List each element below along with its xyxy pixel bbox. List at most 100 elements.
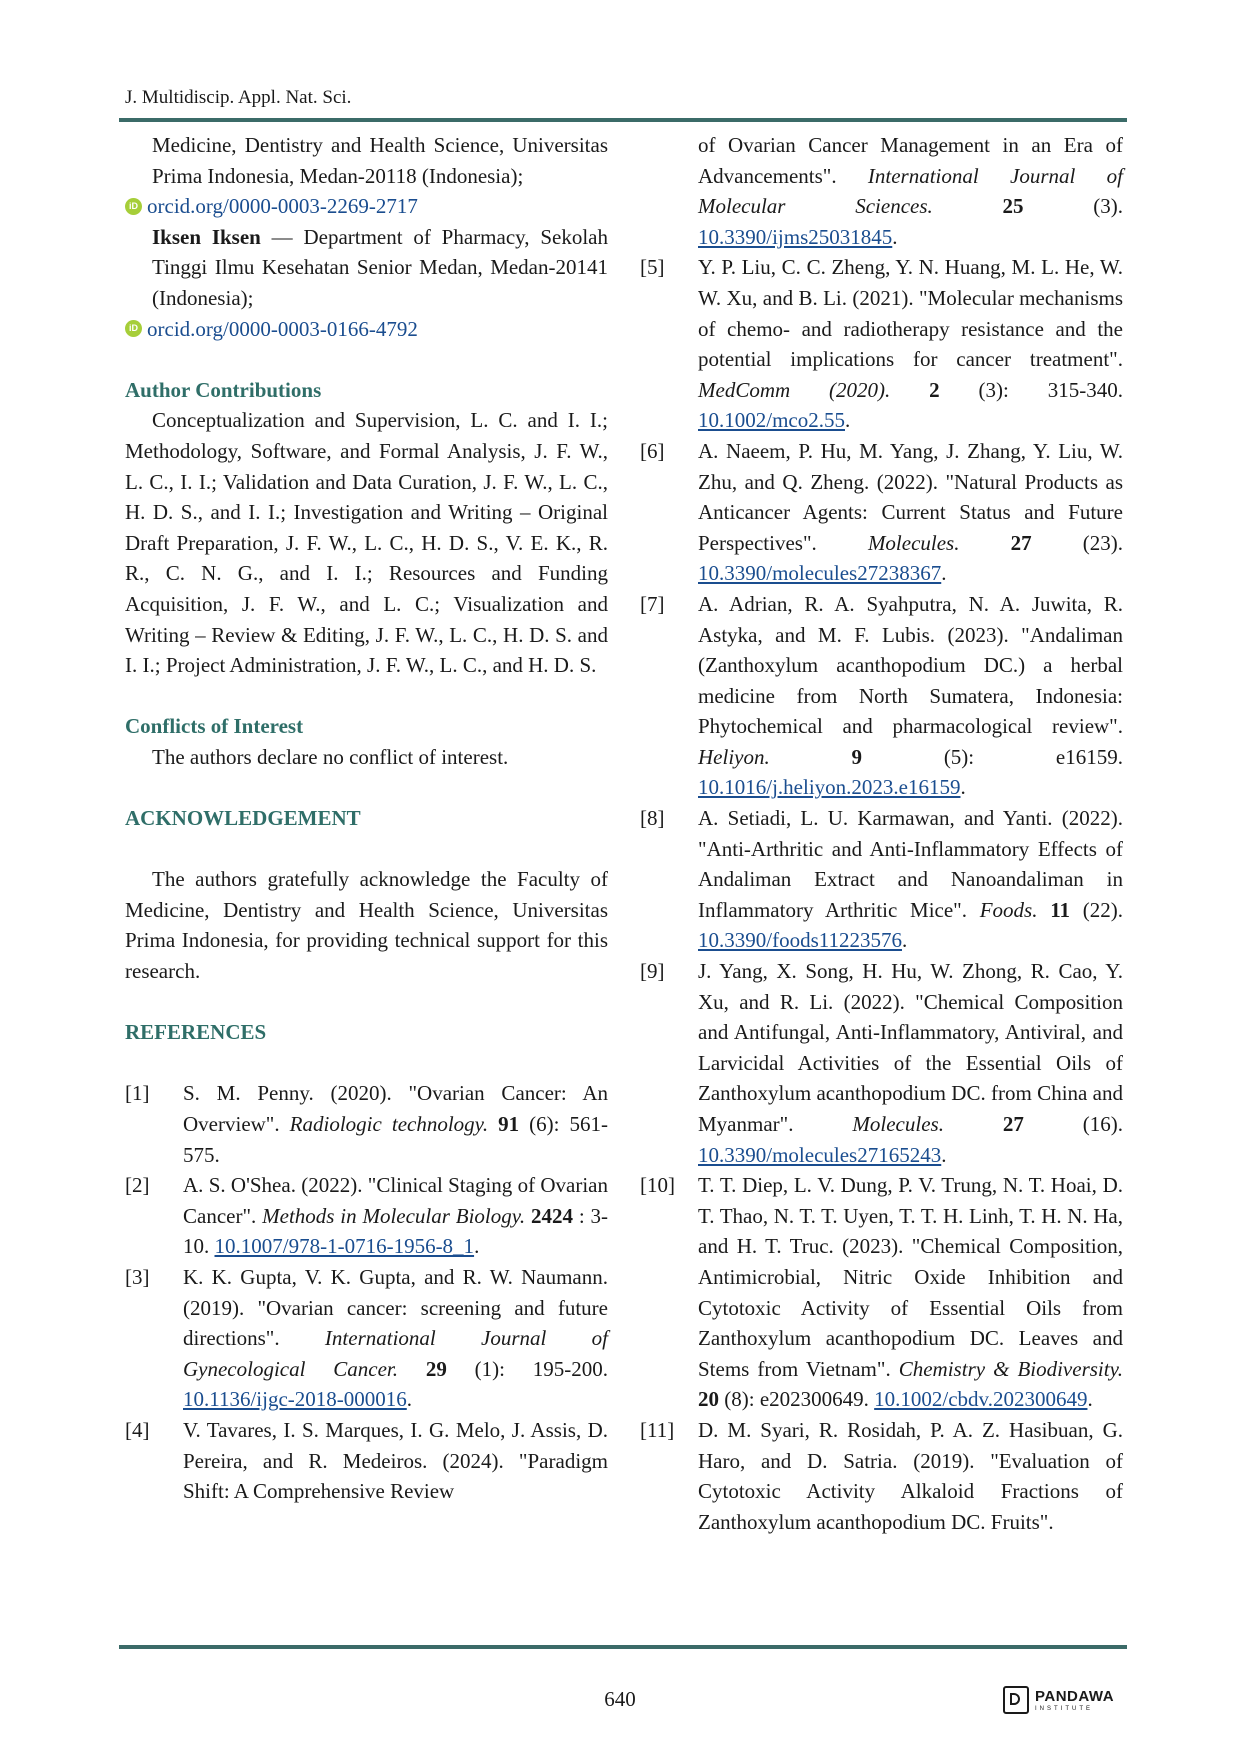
acknowledgement-paragraph: The authors gratefully acknowledge the F… <box>125 867 608 984</box>
reference-journal: Radiologic technology. <box>289 1112 489 1136</box>
reference-text: K. K. Gupta, V. K. Gupta, and R. W. Naum… <box>183 1264 608 1412</box>
author-affiliation: Iksen Iksen — Department of Pharmacy, Se… <box>125 222 608 314</box>
page-number: 640 <box>604 1687 636 1711</box>
reference-pages: (23). <box>1031 530 1123 555</box>
reference-text: V. Tavares, I. S. Marques, I. G. Melo, J… <box>183 1415 608 1507</box>
orcid-url[interactable]: orcid.org/0000-0003-0166-4792 <box>147 316 418 341</box>
reference-doi-link[interactable]: 10.3390/foods11223576 <box>698 928 902 953</box>
reference-doi-link[interactable]: 10.1136/ijgc-2018-000016 <box>183 1387 407 1412</box>
reference-volume: 2424 <box>531 1203 574 1228</box>
reference-authors-title: of Ovarian Cancer Management in an Era o… <box>698 133 1123 188</box>
reference-doi-link[interactable]: 10.1002/cbdv.202300649 <box>874 1387 1088 1412</box>
reference-volume: 20 <box>698 1387 719 1412</box>
reference-number: [11] <box>640 1417 675 1442</box>
reference-journal: Molecules. <box>867 530 960 555</box>
reference-authors-title: S. M. Penny. (2020). "Ovarian Cancer: An… <box>183 1081 608 1136</box>
reference-authors-title: D. M. Syari, R. Rosidah, P. A. Z. Hasibu… <box>698 1417 1123 1534</box>
reference-pages: (6): 561-575. <box>183 1112 609 1167</box>
reference-text: A. Setiadi, L. U. Karmawan, and Yanti. (… <box>698 806 1123 953</box>
reference-pages: (1): 195-200. <box>446 1356 608 1381</box>
reference-item: [7] A. Adrian, R. A. Syahputra, N. A. Juw… <box>640 589 1123 803</box>
reference-item: [3]K. K. Gupta, V. K. Gupta, and R. W. N… <box>125 1262 608 1415</box>
section-heading-conflicts: Conflicts of Interest <box>125 714 304 739</box>
reference-text: Y. P. Liu, C. C. Zheng, Y. N. Huang, M. … <box>698 255 1124 433</box>
reference-authors-title: J. Yang, X. Song, H. Hu, W. Zhong, R. Ca… <box>698 959 1123 1136</box>
reference-authors-title: A. Naeem, P. Hu, M. Yang, J. Zhang, Y. L… <box>698 438 1123 555</box>
logo-subtitle: INSTITUTE <box>1035 1705 1093 1712</box>
reference-pages: (5): e16159. <box>862 744 1123 769</box>
left-column: Medicine, Dentistry and Health Science, … <box>125 130 608 1507</box>
reference-doi-link[interactable]: 10.3390/molecules27165243 <box>698 1142 942 1167</box>
orcid-link-1[interactable]: iD orcid.org/0000-0003-2269-2717 <box>125 191 608 222</box>
author-department: — Department of Pharmacy, Sekolah Tinggi… <box>152 224 608 310</box>
reference-pages: (8): e202300649. <box>719 1387 875 1412</box>
reference-item: [9] J. Yang, X. Song, H. Hu, W. Zhong, R.… <box>640 956 1123 1170</box>
section-heading-contributions: Author Contributions <box>125 377 322 402</box>
reference-number: [6] <box>640 438 665 463</box>
reference-item: [4] V. Tavares, I. S. Marques, I. G. Melo… <box>125 1415 608 1507</box>
reference-pages: (3). <box>1023 194 1123 219</box>
reference-pages: (16). <box>1023 1112 1124 1136</box>
reference-number: [8] <box>640 806 665 831</box>
reference-text: A. Adrian, R. A. Syahputra, N. A. Juwita… <box>698 591 1123 800</box>
reference-doi-link[interactable]: 10.1016/j.heliyon.2023.e16159 <box>698 775 961 800</box>
reference-journal: Chemistry & Biodiversity. <box>898 1356 1124 1381</box>
reference-doi-link[interactable]: 10.3390/ijms25031845 <box>698 224 893 249</box>
reference-doi-link[interactable]: 10.1007/978-1-0716-1956-8_1 <box>214 1234 475 1259</box>
orcid-link-2[interactable]: iD orcid.org/0000-0003-0166-4792 <box>125 314 608 345</box>
reference-item: [6] A. Naeem, P. Hu, M. Yang, J. Zhang, Y… <box>640 436 1123 589</box>
reference-number: [7] <box>640 591 665 616</box>
right-column: of Ovarian Cancer Management in an Era o… <box>640 130 1123 1537</box>
conflicts-paragraph: The authors declare no conflict of inter… <box>152 744 509 769</box>
reference-volume: 9 <box>851 744 863 769</box>
reference-journal: Methods in Molecular Biology. <box>262 1203 526 1228</box>
reference-journal: MedComm (2020). <box>698 377 891 402</box>
reference-text: T. T. Diep, L. V. Dung, P. V. Trung, N. … <box>698 1173 1124 1412</box>
reference-number: [2] <box>125 1173 150 1198</box>
reference-number: [10] <box>640 1173 675 1198</box>
logo-name: PANDAWA <box>1035 1687 1115 1705</box>
reference-item: [10] T. T. Diep, L. V. Dung, P. V. Trung,… <box>640 1170 1123 1415</box>
reference-authors-title: A. S. O'Shea. (2022). "Clinical Staging … <box>183 1173 608 1228</box>
reference-list-right: of Ovarian Cancer Management in an Era o… <box>640 130 1123 1537</box>
reference-journal: International Journal of Molecular Scien… <box>698 163 1123 219</box>
reference-number: [1] <box>125 1081 150 1106</box>
reference-pages: (3): 315-340. <box>939 377 1124 402</box>
reference-volume: 29 <box>425 1356 447 1381</box>
reference-volume: 27 <box>1002 1112 1024 1136</box>
section-heading-references: REFERENCES <box>125 1020 267 1045</box>
reference-item: of Ovarian Cancer Management in an Era o… <box>640 130 1123 252</box>
reference-item: [11] D. M. Syari, R. Rosidah, P. A. Z. Ha… <box>640 1415 1123 1537</box>
reference-text: D. M. Syari, R. Rosidah, P. A. Z. Hasibu… <box>698 1415 1123 1537</box>
reference-list-left: [1] S. M. Penny. (2020). "Ovarian Cancer:… <box>125 1078 608 1506</box>
reference-volume: 25 <box>1002 194 1024 219</box>
reference-authors-title: V. Tavares, I. S. Marques, I. G. Melo, J… <box>183 1417 608 1504</box>
reference-text: J. Yang, X. Song, H. Hu, W. Zhong, R. Ca… <box>698 959 1124 1167</box>
reference-item: [5]Y. P. Liu, C. C. Zheng, Y. N. Huang, … <box>640 252 1123 436</box>
reference-authors-title: A. Setiadi, L. U. Karmawan, and Yanti. (… <box>698 806 1123 922</box>
orcid-icon: iD <box>125 197 142 215</box>
reference-pages: (22). <box>1070 897 1123 922</box>
reference-item: [1] S. M. Penny. (2020). "Ovarian Cancer:… <box>125 1078 608 1170</box>
reference-doi-link[interactable]: 10.3390/molecules27238367 <box>698 561 942 586</box>
reference-number: [4] <box>125 1417 150 1442</box>
reference-text: A. S. O'Shea. (2022). "Clinical Staging … <box>183 1173 609 1259</box>
reference-text: of Ovarian Cancer Management in an Era o… <box>698 133 1123 249</box>
reference-text: A. Naeem, P. Hu, M. Yang, J. Zhang, Y. L… <box>698 438 1123 586</box>
orcid-url[interactable]: orcid.org/0000-0003-2269-2717 <box>147 194 418 219</box>
footer-rule <box>119 1645 1127 1649</box>
reference-journal: International Journal of Gynecological C… <box>183 1326 608 1381</box>
reference-journal: Heliyon. <box>698 744 770 769</box>
affiliation-text: Medicine, Dentistry and Health Science, … <box>152 133 608 188</box>
reference-authors-title: A. Adrian, R. A. Syahputra, N. A. Juwita… <box>698 591 1123 739</box>
reference-doi-link[interactable]: 10.1002/mco2.55 <box>698 408 845 433</box>
reference-authors-title: Y. P. Liu, C. C. Zheng, Y. N. Huang, M. … <box>698 255 1123 372</box>
reference-number: [9] <box>640 959 665 984</box>
publisher-logo: PANDAWA INSTITUTE <box>1003 1680 1127 1720</box>
reference-journal: Foods. <box>979 897 1038 922</box>
reference-pages: : 3-10. <box>183 1203 609 1259</box>
header-rule <box>119 118 1127 122</box>
reference-item: [8] A. Setiadi, L. U. Karmawan, and Yanti… <box>640 803 1123 956</box>
reference-volume: 11 <box>1050 897 1071 922</box>
reference-volume: 2 <box>929 377 940 402</box>
